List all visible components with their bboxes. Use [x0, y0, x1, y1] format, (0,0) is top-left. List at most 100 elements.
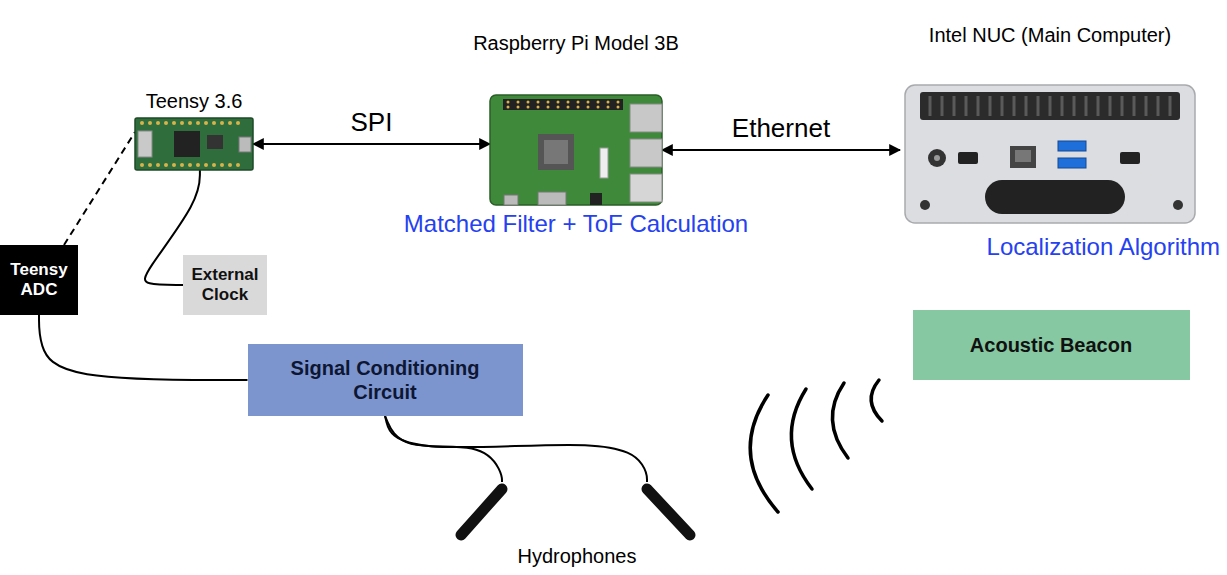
raspberry-pi-picture-part-part — [537, 101, 540, 104]
connector-group — [39, 132, 900, 482]
wire-connector — [385, 416, 647, 482]
intel-nuc-picture-part-part — [929, 96, 932, 116]
sound-wave-part — [871, 380, 882, 421]
raspberry-pi-picture-part-part — [507, 106, 510, 109]
raspberry-pi-picture-part — [538, 134, 574, 170]
node-heading: Hydrophones — [518, 544, 637, 568]
beacon-box: Acoustic Beacon — [913, 310, 1190, 380]
raspberry-pi-picture-part — [630, 139, 662, 167]
teensy-board-picture-part-part — [228, 163, 232, 167]
intel-nuc-picture-part — [1010, 146, 1036, 168]
main-computer: Intel NUC (Main Computer)Localization Al… — [900, 85, 1200, 225]
raspberry-pi-picture-part — [504, 195, 518, 205]
intel-nuc-picture-part-part — [989, 96, 992, 116]
intel-nuc-picture-part — [920, 92, 1180, 120]
raspberry-pi-picture-part-part — [507, 101, 510, 104]
sound-wave-part — [750, 395, 778, 512]
teensy-board-picture-part-part — [236, 163, 240, 167]
intel-nuc-picture-part-part — [1061, 96, 1064, 116]
raspberry-pi-picture-part-part — [547, 101, 550, 104]
teensy-board: Teensy 3.6 — [135, 118, 253, 170]
teensy-board-picture-part — [135, 118, 253, 170]
teensy-board-picture-part-part — [164, 163, 168, 167]
edge-label: Ethernet — [728, 113, 834, 144]
teensy-board-picture-part-part — [148, 121, 152, 125]
teensy-board-picture-part-part — [156, 163, 160, 167]
intel-nuc-picture-part-part — [1085, 96, 1088, 116]
raspberry-pi-picture-part-part — [517, 106, 520, 109]
intel-nuc-picture-part-part — [1001, 96, 1004, 116]
sound-wave-part — [791, 389, 812, 489]
intel-nuc-picture-part-part — [1169, 96, 1172, 116]
raspberry-pi: Raspberry Pi Model 3BMatched Filter + To… — [490, 95, 662, 205]
intel-nuc-picture-part-part — [1025, 96, 1028, 116]
teensy-board-picture-part-part — [212, 121, 216, 125]
intel-nuc-picture-part — [1015, 150, 1031, 162]
raspberry-pi-picture-part-part — [617, 106, 620, 109]
raspberry-pi-picture-part — [490, 95, 662, 205]
hydrophone-symbol-part — [461, 489, 502, 535]
intel-nuc-picture-part-part — [941, 96, 944, 116]
intel-nuc-picture-part-part — [1013, 96, 1016, 116]
teensy-board-picture-part-part — [172, 163, 176, 167]
raspberry-pi-picture-part-part — [587, 101, 590, 104]
raspberry-pi-picture-part-part — [537, 106, 540, 109]
raspberry-pi-picture-part-part — [577, 106, 580, 109]
intel-nuc-picture-part-part — [1133, 96, 1136, 116]
intel-nuc-picture-part — [930, 96, 1170, 116]
edge-label: SPI — [347, 107, 397, 138]
intel-nuc-picture — [905, 85, 1195, 223]
raspberry-pi-picture-part — [544, 140, 568, 164]
sound-wave-part — [832, 383, 848, 458]
teensy-board-picture-part-part — [180, 163, 184, 167]
raspberry-pi-picture — [490, 95, 662, 205]
raspberry-pi-picture-part — [590, 193, 602, 205]
intel-nuc-picture-part — [1058, 158, 1086, 168]
raspberry-pi-picture-part-part — [567, 101, 570, 104]
intel-nuc-picture-part — [1120, 152, 1140, 164]
box-label: Teensy ADC — [6, 260, 72, 301]
teensy-board-picture-part-part — [164, 121, 168, 125]
raspberry-pi-picture-part — [507, 101, 620, 109]
intel-nuc-picture-part-part — [977, 96, 980, 116]
raspberry-pi-picture-part-part — [527, 106, 530, 109]
teensy-board-picture-part-part — [148, 163, 152, 167]
teensy-board-picture-part-part — [196, 121, 200, 125]
teensy-board-picture-part-part — [140, 121, 144, 125]
hydrophone-symbol-part — [647, 489, 690, 535]
teensy-board-picture-part-part — [204, 163, 208, 167]
raspberry-pi-picture-part-part — [527, 101, 530, 104]
teensy-board-picture-part-part — [172, 121, 176, 125]
teensy-board-picture-part-part — [140, 163, 144, 167]
raspberry-pi-picture-part-part — [597, 101, 600, 104]
hydrophone-symbol — [461, 489, 690, 535]
teensy-board-picture-part-part — [220, 121, 224, 125]
raspberry-pi-picture-part-part — [597, 106, 600, 109]
intel-nuc-picture-part-part — [1145, 96, 1148, 116]
intel-nuc-picture-part — [958, 152, 978, 164]
intel-nuc-picture-part — [1058, 141, 1086, 151]
raspberry-pi-picture-part-part — [617, 101, 620, 104]
teensy-board-picture — [135, 118, 253, 170]
raspberry-pi-picture-part-part — [607, 106, 610, 109]
teensy-board-picture-part-part — [188, 121, 192, 125]
intel-nuc-picture-part-part — [1049, 96, 1052, 116]
intel-nuc-picture-part — [985, 180, 1125, 214]
raspberry-pi-picture-part-part — [557, 101, 560, 104]
raspberry-pi-picture-part — [503, 99, 623, 110]
raspberry-pi-picture-part-part — [547, 106, 550, 109]
node-heading: Teensy 3.6 — [146, 89, 243, 113]
raspberry-pi-picture-part — [538, 192, 566, 205]
teensy-board-picture-part — [207, 135, 223, 149]
teensy-board-picture-part-part — [188, 163, 192, 167]
teensy-board-picture-part-part — [228, 121, 232, 125]
signal-conditioning-box: Signal Conditioning Circuit — [248, 344, 523, 416]
raspberry-pi-picture-part-part — [557, 106, 560, 109]
teensy-board-picture-part-part — [212, 163, 216, 167]
dashed-connector — [64, 132, 135, 245]
box-label: External Clock — [189, 265, 261, 306]
adc-box: Teensy ADC — [0, 245, 78, 315]
wire-connector — [385, 416, 502, 482]
raspberry-pi-picture-part-part — [517, 101, 520, 104]
raspberry-pi-picture-part — [630, 174, 662, 202]
